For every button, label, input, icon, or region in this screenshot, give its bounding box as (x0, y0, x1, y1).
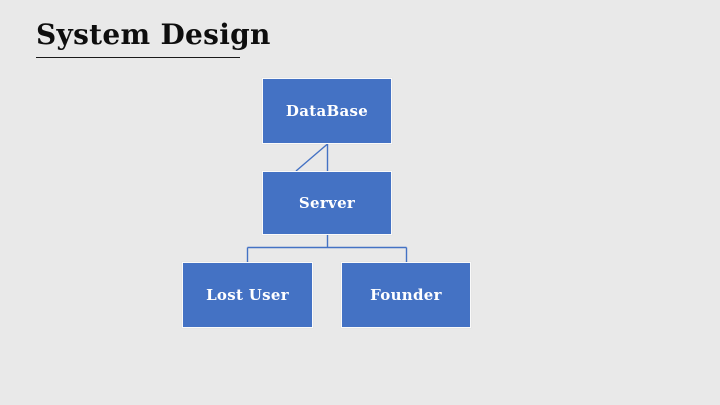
node-founder[interactable]: Founder (341, 262, 471, 328)
node-server[interactable]: Server (262, 171, 392, 235)
node-server-label: Server (298, 194, 356, 212)
node-database[interactable]: DataBase (262, 78, 392, 144)
node-founder-label: Founder (370, 286, 442, 304)
node-lost-user-label: Lost User (206, 286, 289, 304)
node-database-label: DataBase (285, 102, 369, 120)
title-underline (36, 57, 240, 58)
slide-title[interactable]: System Design (36, 18, 271, 51)
edge-database-server-diagonal (295, 143, 328, 172)
node-lost-user[interactable]: Lost User (182, 262, 313, 328)
